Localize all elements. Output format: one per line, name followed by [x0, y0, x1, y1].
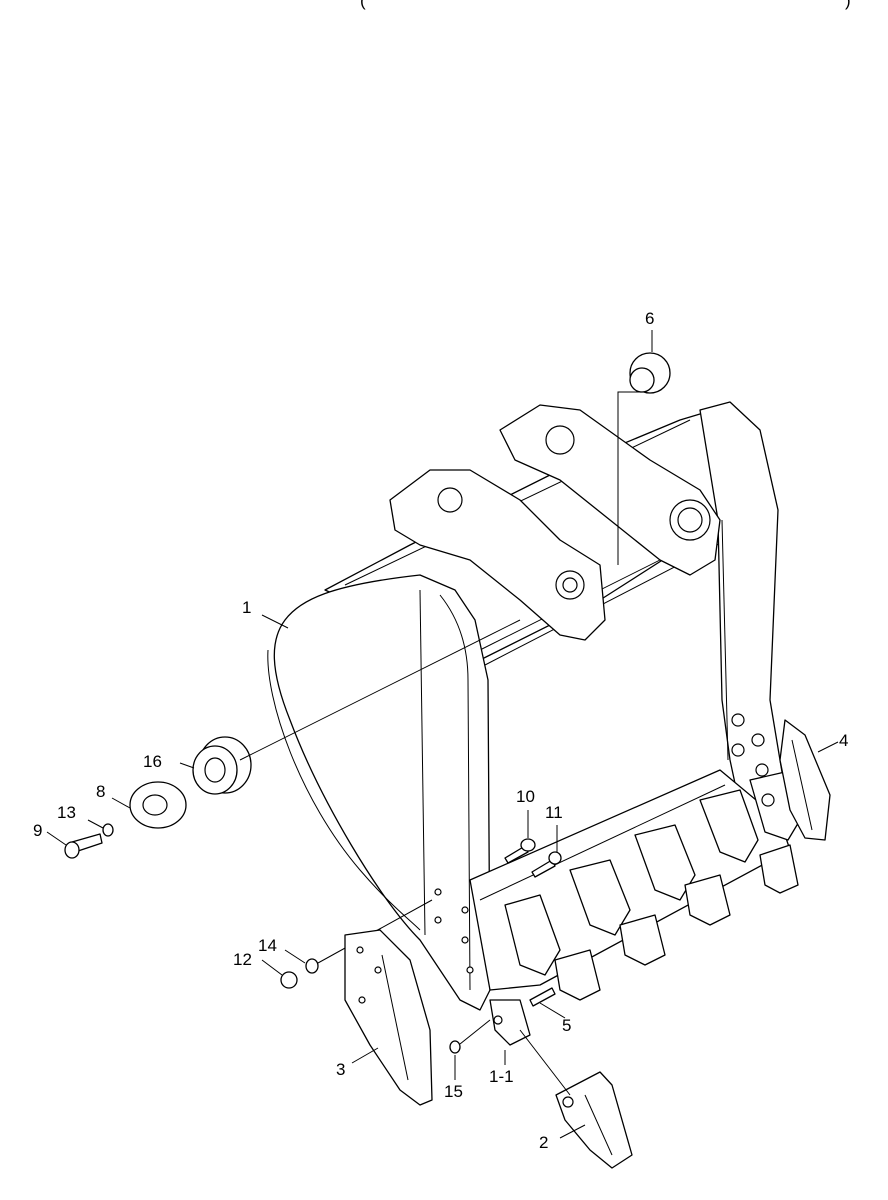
callout-8: 8 [96, 782, 105, 801]
callout-16: 16 [143, 752, 162, 771]
callout-6: 6 [645, 309, 654, 328]
bucket-ear-brackets [389, 404, 721, 641]
tooth-part-2 [519, 1029, 633, 1169]
nut-part-12 [280, 971, 298, 989]
header-fragment-right: ) [845, 0, 851, 10]
callout-1: 1 [242, 598, 251, 617]
callout-1-1: 1-1 [489, 1067, 514, 1086]
callout-labels: 6 1 16 8 13 9 10 11 4 14 12 3 15 1-1 5 2 [33, 309, 848, 1152]
collar-part-16 [192, 619, 521, 795]
bucket-body [267, 401, 801, 1011]
bolt-part-9 [64, 833, 103, 859]
callout-9: 9 [33, 821, 42, 840]
callout-15: 15 [444, 1082, 463, 1101]
side-cutter-part-4 [779, 719, 831, 841]
callout-13: 13 [57, 803, 76, 822]
callout-11: 11 [545, 803, 563, 822]
callout-5: 5 [562, 1016, 571, 1035]
callout-2: 2 [539, 1133, 548, 1152]
callout-4: 4 [839, 731, 848, 750]
washer-part-15 [449, 1040, 461, 1054]
callout-12: 12 [233, 950, 252, 969]
bolt-part-11 [531, 851, 562, 878]
washer-plate-part-8 [129, 781, 187, 829]
header-fragment-left: ( [360, 0, 366, 10]
tooth-adapters [504, 771, 801, 1001]
side-cutter-part-3 [344, 929, 433, 1106]
callout-10: 10 [516, 787, 535, 806]
bolt-part-10 [504, 838, 536, 864]
callout-14: 14 [258, 936, 277, 955]
washer-part-14 [305, 958, 319, 974]
adapter-part-1-1 [489, 999, 531, 1046]
callout-3: 3 [336, 1060, 345, 1079]
pin-part-5 [529, 987, 556, 1007]
lock-washer-part-13 [102, 823, 114, 837]
bushing-part-6 [617, 352, 671, 565]
right-side-bolts [731, 713, 775, 807]
